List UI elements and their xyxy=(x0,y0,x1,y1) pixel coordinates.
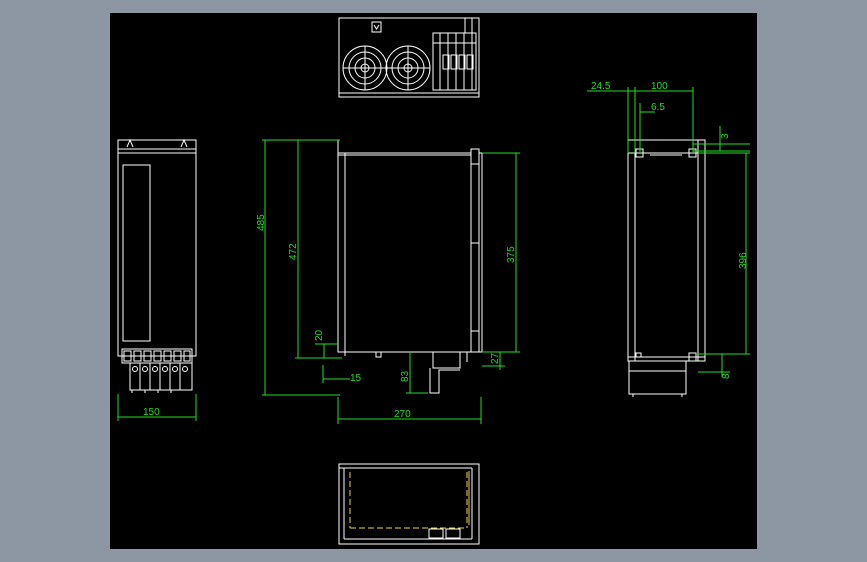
side-dimensions xyxy=(262,139,520,424)
dim-rear-offset: 24.5 xyxy=(591,81,611,92)
rear-view xyxy=(627,139,706,397)
rear-dimensions xyxy=(587,87,750,377)
cad-drawing: 150 xyxy=(117,17,750,545)
dim-rear-top-offset: 3 xyxy=(720,133,731,139)
dim-rear-bottom-offset: 8 xyxy=(721,373,732,379)
dim-rear-hole-height: 396 xyxy=(738,252,749,269)
top-terminal-block xyxy=(432,32,477,91)
dim-front-width: 150 xyxy=(143,407,160,418)
side-terminal-block xyxy=(432,351,461,369)
front-display-window xyxy=(122,164,151,342)
bottom-view xyxy=(338,463,480,545)
side-view xyxy=(337,140,483,394)
dim-side-right-height: 375 xyxy=(506,246,517,263)
dim-side-foot-gap: 15 xyxy=(350,373,362,384)
dim-side-depth: 270 xyxy=(394,409,411,420)
front-dimensions xyxy=(117,394,197,421)
top-view xyxy=(338,17,480,98)
dim-side-bottom-offset: 20 xyxy=(314,329,325,341)
dim-side-total-height: 485 xyxy=(256,214,267,231)
dim-side-body-height: 472 xyxy=(288,243,299,260)
bottom-hidden-lines xyxy=(349,472,468,529)
rear-terminal-box xyxy=(628,360,687,395)
dim-rear-hole-offset: 6.5 xyxy=(651,102,665,113)
drawing-canvas: 150 xyxy=(110,13,757,549)
front-view xyxy=(117,138,197,393)
dim-side-terminal-depth: 83 xyxy=(400,370,411,382)
dim-side-right-bottom: 27 xyxy=(490,352,501,364)
dim-rear-hole-spacing: 100 xyxy=(651,81,668,92)
